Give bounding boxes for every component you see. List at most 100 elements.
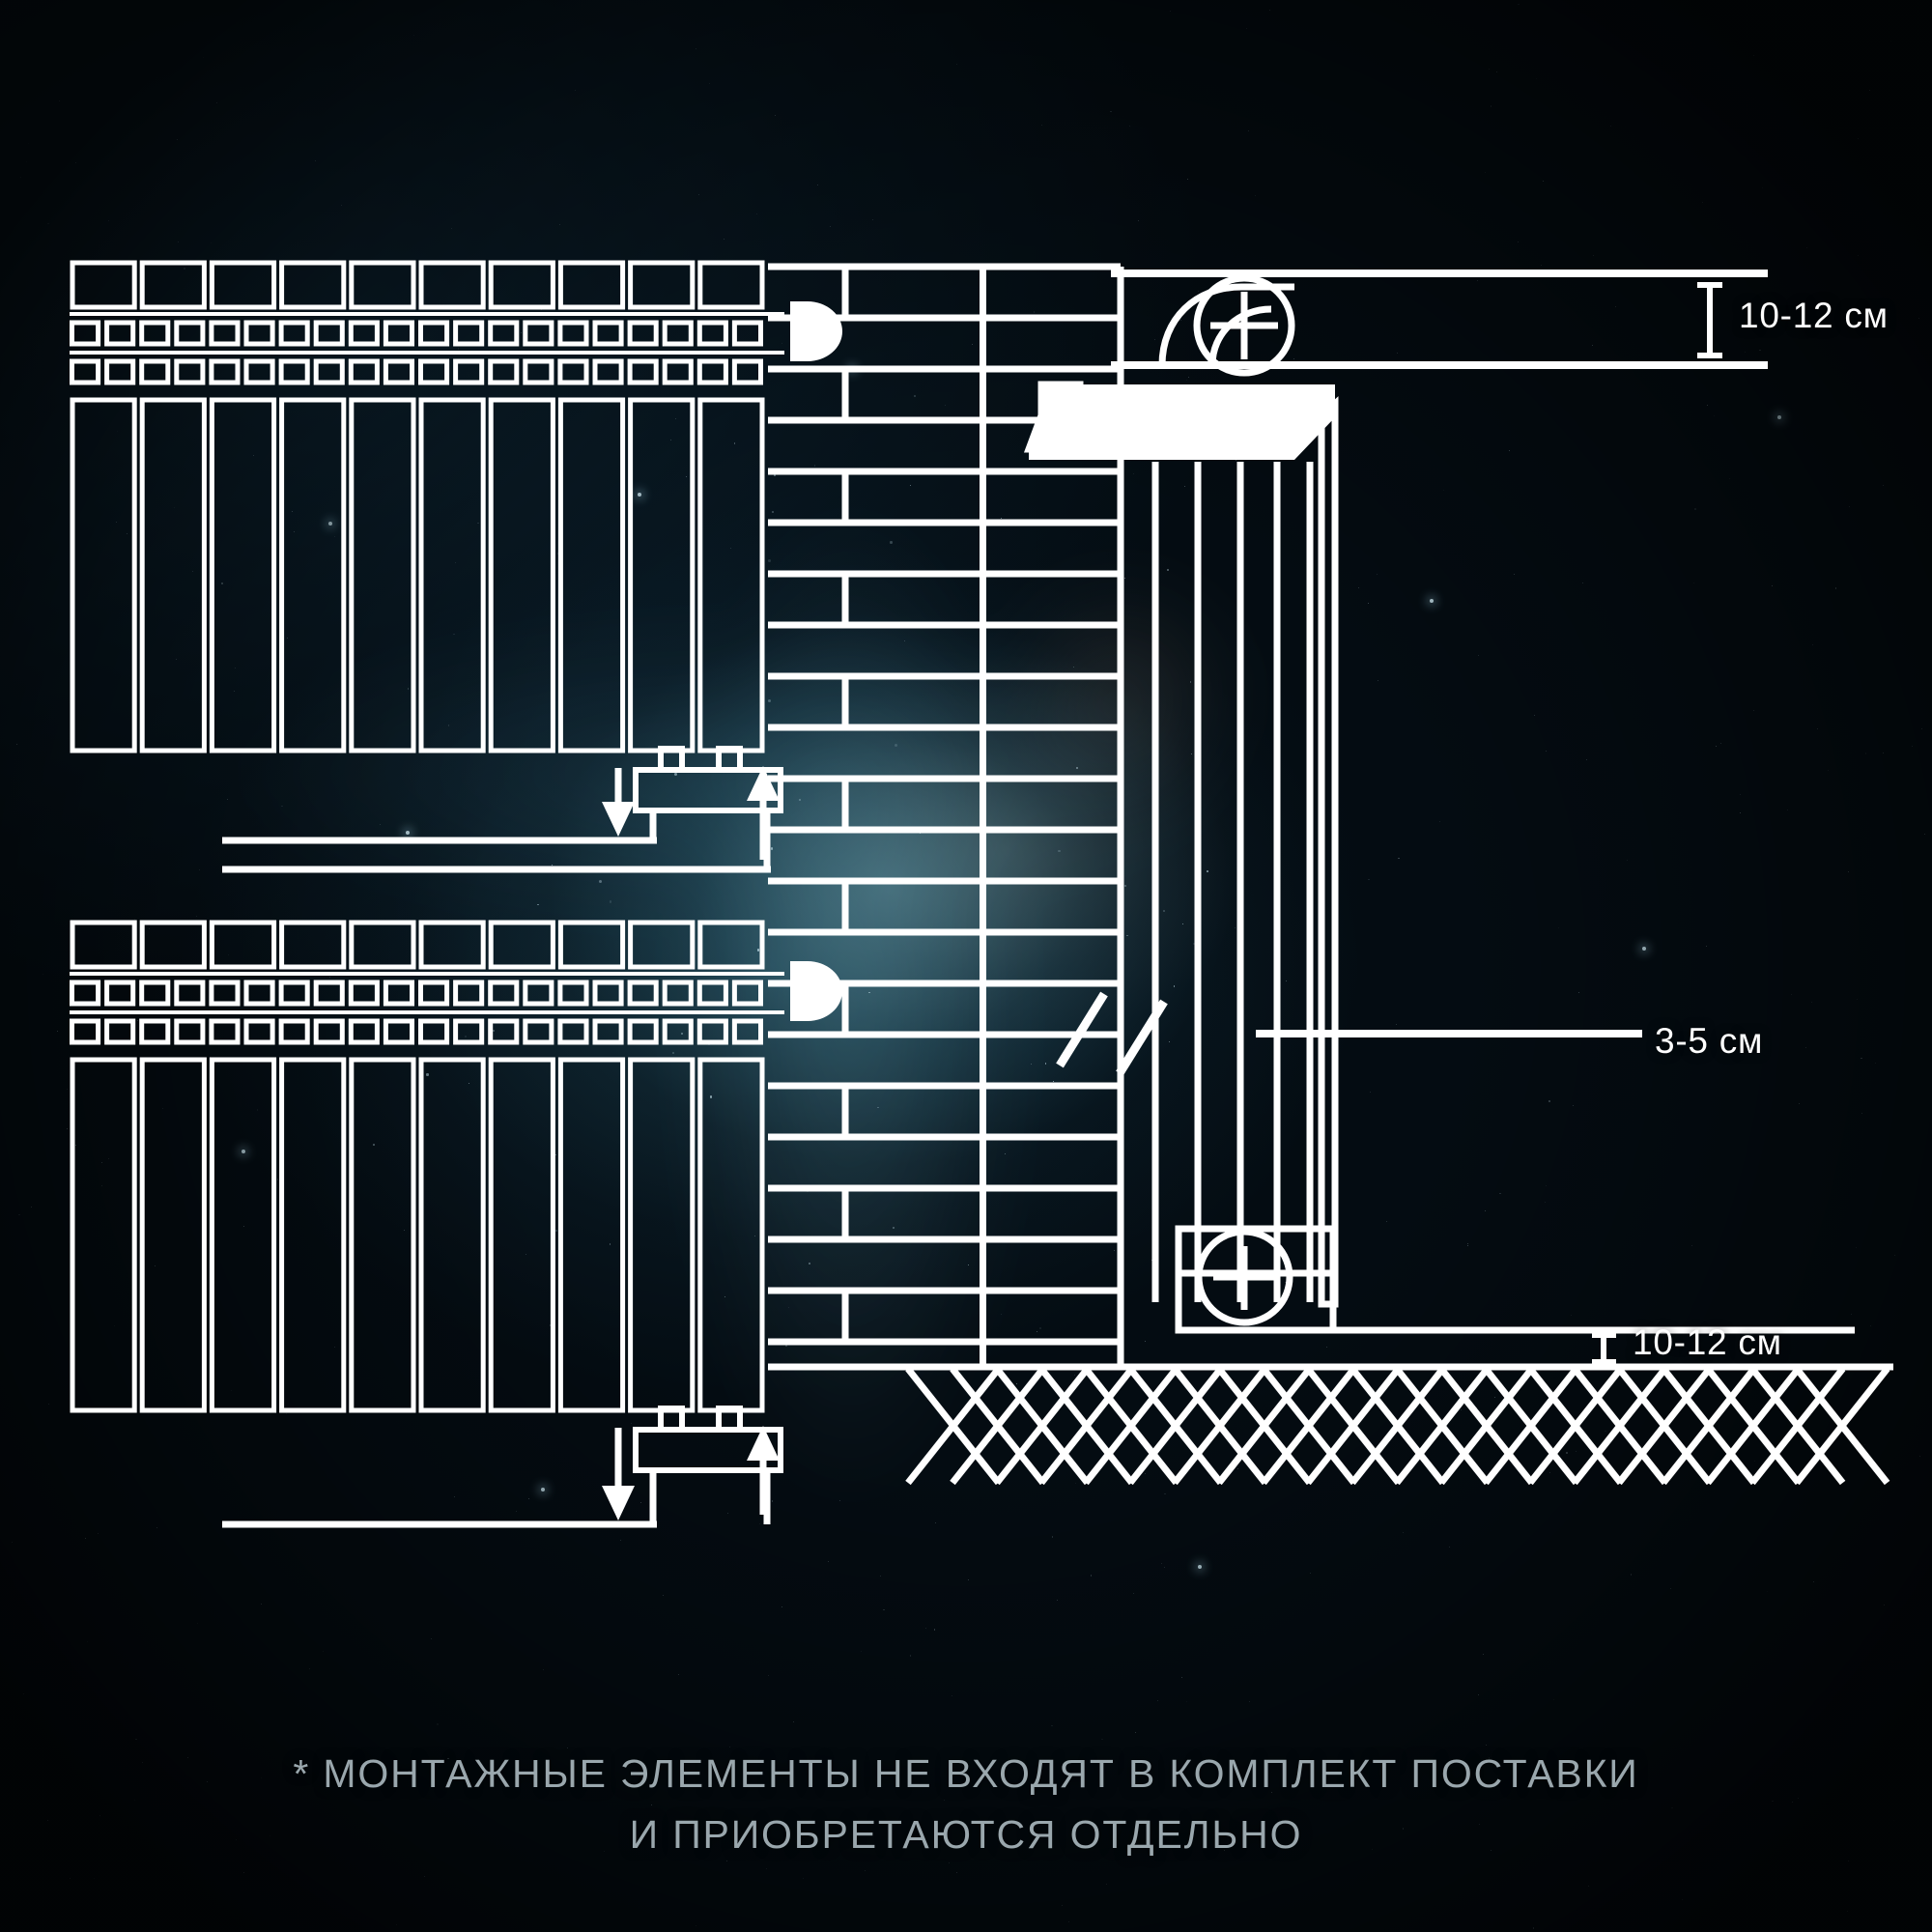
radiator-body-cell — [139, 1057, 207, 1413]
radiator-fin-cell — [174, 358, 206, 385]
radiator-fin-cell — [557, 320, 589, 347]
floor-hatch-stroke — [1483, 1366, 1579, 1486]
radiator-body-cell — [697, 1057, 765, 1413]
radiator-fin-cell — [383, 320, 414, 347]
radiator-side-group — [1023, 396, 1339, 1308]
return-arrow-head — [747, 1426, 780, 1461]
radiator-fin-cell — [627, 358, 659, 385]
valves-group — [222, 746, 783, 1528]
radiator-top-cell — [349, 920, 416, 970]
radiator-fin-cell — [278, 980, 310, 1007]
radiator-fin-cell — [313, 980, 345, 1007]
bracket-wall-anchor — [1037, 381, 1084, 419]
dim-label-top-gap: 10-12 см — [1739, 296, 1889, 335]
radiator-fin-cell — [174, 320, 206, 347]
valve-top — [222, 746, 783, 873]
radiator-fin-cell — [696, 358, 728, 385]
radiator-fin-cell — [104, 1018, 136, 1045]
radiator-fin-cell — [139, 980, 171, 1007]
radiator-fin-cell — [453, 358, 485, 385]
floor-hatch-stroke — [1350, 1366, 1446, 1486]
radiator-top-cell — [349, 260, 416, 310]
dim-label-floor-gap: 10-12 см — [1633, 1322, 1782, 1362]
radiator-body-cell — [488, 397, 555, 753]
valve-body — [633, 1427, 783, 1473]
radiator-top-cell — [209, 920, 277, 970]
radiator-fin-cell — [523, 320, 554, 347]
valve-bottom — [222, 1406, 783, 1528]
radiator-fin-cell — [453, 1018, 485, 1045]
radiator-fin-cell — [209, 980, 241, 1007]
radiator-fin-cell — [696, 980, 728, 1007]
radiator-fin-cell — [104, 980, 136, 1007]
bracket-lower — [1175, 1225, 1855, 1334]
radiator-plug-cap — [790, 301, 842, 361]
radiator-top-cell — [488, 920, 555, 970]
wall-break-slash — [1056, 991, 1108, 1068]
radiator-fin-cell — [209, 1018, 241, 1045]
radiator-fin-cell — [662, 320, 694, 347]
radiator-body-cell — [279, 1057, 347, 1413]
radiator-top-cell — [70, 920, 137, 970]
floor-hatch-stroke — [1572, 1366, 1668, 1486]
radiator-fin-cell — [453, 320, 485, 347]
radiator-fin-cell — [104, 358, 136, 385]
radiator-body-cell — [488, 1057, 555, 1413]
radiator-body-cell — [697, 397, 765, 753]
radiator-top-cell — [418, 920, 486, 970]
floor-hatch-stroke — [1527, 1366, 1624, 1486]
radiator-fin-cell — [313, 320, 345, 347]
supply-arrow-head — [602, 1486, 635, 1520]
radiator-body-cell — [418, 1057, 486, 1413]
radiator-body-cell — [139, 397, 207, 753]
radiator-bottom — [70, 920, 842, 1413]
radiator-side-outline — [1023, 396, 1339, 1308]
bracket-upper-plate — [1029, 384, 1335, 446]
radiator-body-cell — [279, 397, 347, 753]
radiator-top-cell — [70, 260, 137, 310]
radiator-fin-cell — [70, 320, 101, 347]
radiator-fin-cell — [348, 980, 380, 1007]
footnote-line-1: * МОНТАЖНЫЕ ЭЛЕМЕНТЫ НЕ ВХОДЯТ В КОМПЛЕК… — [293, 1751, 1639, 1797]
radiator-top — [70, 260, 842, 753]
radiator-fin-cell — [488, 980, 520, 1007]
radiator-plug-cap — [790, 961, 842, 1021]
floor-hatch-stroke — [1261, 1366, 1357, 1486]
radiator-body-cell — [628, 397, 696, 753]
radiator-fin-cell — [662, 358, 694, 385]
brick-wall — [768, 263, 1168, 1371]
dim-label-wall-gap: 3-5 см — [1655, 1021, 1764, 1061]
radiator-body-cell — [349, 1057, 416, 1413]
radiator-fin-cell — [243, 358, 275, 385]
floor-hatch-stroke — [994, 1366, 1091, 1486]
radiator-fin-cell — [348, 1018, 380, 1045]
radiator-fin-cell — [627, 1018, 659, 1045]
radiator-fin-cell — [139, 320, 171, 347]
radiator-fin-cell — [696, 320, 728, 347]
brick-wall-group — [768, 263, 1168, 1371]
radiator-fin-cell — [592, 358, 624, 385]
radiator-fin-cell — [731, 320, 764, 347]
radiator-fin-cell — [662, 980, 694, 1007]
radiator-fin-cell — [209, 358, 241, 385]
radiator-fin-cell — [418, 980, 450, 1007]
radiator-fin-cell — [174, 1018, 206, 1045]
floor-hatch-stroke — [1616, 1366, 1713, 1486]
radiator-fin-cell — [592, 980, 624, 1007]
radiator-fin-cell — [174, 980, 206, 1007]
dimension-lines-group — [1111, 270, 1768, 1365]
floor-hatch — [845, 1363, 1893, 1486]
radiator-fin-cell — [313, 1018, 345, 1045]
radiator-top-cell — [418, 260, 486, 310]
footnote-caption: * МОНТАЖНЫЕ ЭЛЕМЕНТЫ НЕ ВХОДЯТ В КОМПЛЕК… — [0, 1744, 1932, 1864]
radiator-fin-cell — [348, 358, 380, 385]
radiator-fin-cell — [627, 320, 659, 347]
radiator-top-cell — [557, 260, 626, 310]
floor-hatch-stroke — [1083, 1366, 1179, 1486]
radiator-top-cell — [697, 260, 765, 310]
radiator-fin-cell — [592, 1018, 624, 1045]
floor-hatch-stroke — [1305, 1366, 1402, 1486]
radiator-fin-cell — [313, 358, 345, 385]
radiators-front-group — [70, 260, 842, 1413]
